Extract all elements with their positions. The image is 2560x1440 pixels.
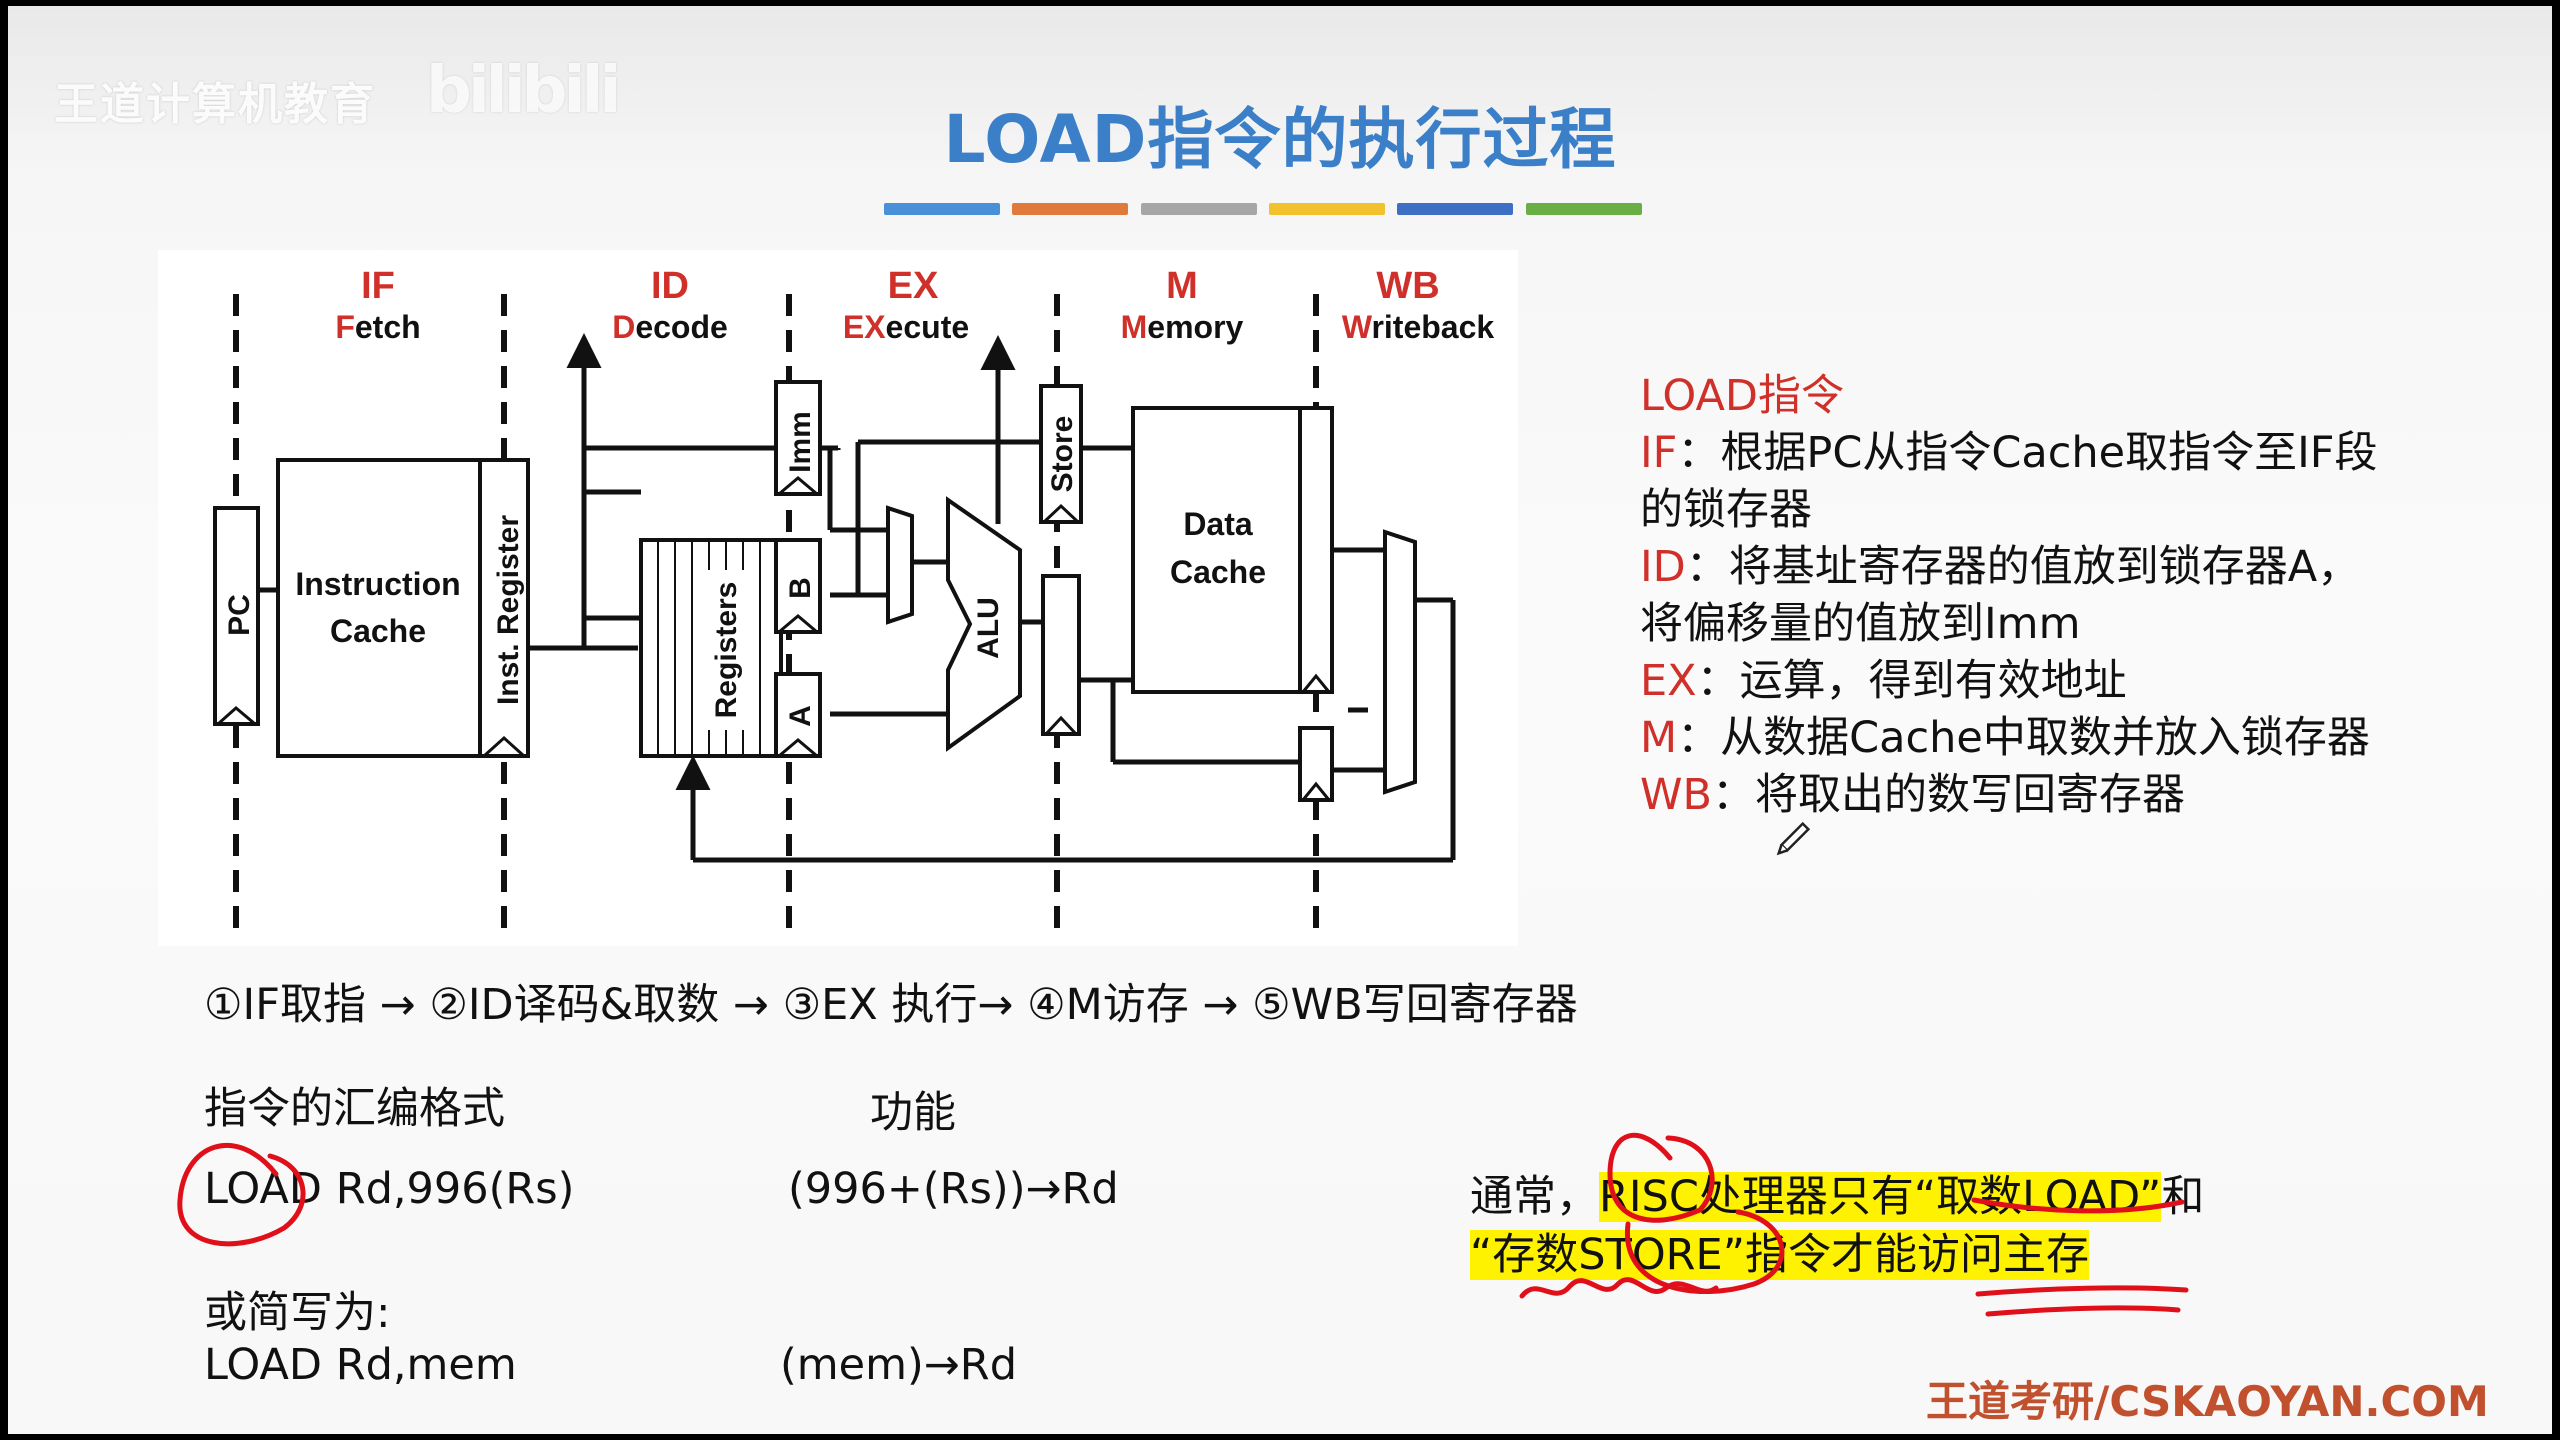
note-m: M：从数据Cache中取数并放入锁存器 bbox=[1640, 713, 2370, 763]
load-instruction-1: LOAD Rd,996(Rs) bbox=[204, 1164, 575, 1214]
store-label: Store bbox=[1046, 416, 1079, 493]
color-bar-segment bbox=[884, 203, 1000, 215]
writeback-mux bbox=[1383, 529, 1417, 795]
alu bbox=[946, 496, 1022, 752]
pencil-icon bbox=[1776, 821, 1811, 856]
registers-label: Registers bbox=[710, 582, 743, 719]
stage-wb-label: WB bbox=[1376, 265, 1439, 307]
store-latch bbox=[1039, 384, 1083, 524]
alu-output-latch bbox=[1041, 574, 1081, 736]
pc-latch bbox=[213, 506, 260, 726]
load-function-1: (996+(Rs))→Rd bbox=[788, 1164, 1119, 1214]
color-bar-segment bbox=[1526, 203, 1642, 215]
data-cache-line2: Cache bbox=[1170, 554, 1266, 590]
bilibili-logo: bilibili bbox=[426, 54, 621, 128]
footer-brand: 王道考研/CSKAOYAN.COM bbox=[1926, 1377, 2489, 1426]
note-ex: EX：运算，得到有效地址 bbox=[1640, 656, 2127, 706]
stage-if-name: Fetch bbox=[335, 309, 420, 345]
imm-latch bbox=[774, 380, 822, 496]
instruction-cache-line2: Cache bbox=[330, 613, 426, 649]
data-cache bbox=[1131, 406, 1302, 694]
color-bar-segment bbox=[1397, 203, 1513, 215]
ink-underline-mem-1 bbox=[1975, 1285, 2189, 1297]
abbr-label: 或简写为: bbox=[204, 1288, 391, 1338]
pipeline-flow: ①IF取指 → ②ID译码&取数 → ③EX 执行→ ④M访存 → ⑤WB写回寄… bbox=[204, 980, 1578, 1030]
function-header: 功能 bbox=[870, 1088, 956, 1138]
note-wb: WB：将取出的数写回寄存器 bbox=[1640, 770, 2186, 820]
a-latch bbox=[774, 672, 822, 758]
ink-underline-mem-2 bbox=[1985, 1305, 2181, 1317]
stage-id-name: Decode bbox=[612, 309, 728, 345]
risc-note-line2: “存数STORE”指令才能访问主存 bbox=[1470, 1230, 2090, 1280]
color-bar-segment bbox=[1012, 203, 1128, 215]
load-op: LOAD bbox=[204, 1164, 323, 1214]
load-instruction-2: LOAD Rd,mem bbox=[204, 1340, 517, 1390]
load-notes: LOAD指令 IF：根据PC从指令Cache取指令至IF段 的锁存器 ID：将基… bbox=[1640, 368, 2378, 824]
b-label: B bbox=[784, 577, 817, 599]
notes-heading: LOAD指令 bbox=[1640, 371, 1845, 421]
alu-label: ALU bbox=[972, 597, 1005, 659]
stage-if-label: IF bbox=[361, 265, 395, 307]
watermark-text: 王道计算机教育 bbox=[54, 79, 376, 130]
stage-ex-label: EX bbox=[888, 265, 939, 307]
note-id: ID：将基址寄存器的值放到锁存器A， bbox=[1640, 542, 2361, 592]
instruction-cache-line1: Instruction bbox=[295, 566, 460, 602]
instruction-cache bbox=[276, 458, 482, 758]
stage-wb-name: Writeback bbox=[1342, 309, 1495, 345]
slide: 王道计算机教育 bilibili LOAD指令的执行过程 bbox=[8, 6, 2552, 1434]
risc-note-line1: 通常，RISC处理器只有“取数LOAD”和 bbox=[1470, 1172, 2205, 1222]
wb-small-latch bbox=[1298, 726, 1334, 802]
data-cache-line1: Data bbox=[1183, 506, 1253, 542]
format-header: 指令的汇编格式 bbox=[204, 1084, 505, 1134]
memory-output-latch bbox=[1298, 406, 1334, 694]
inst-register bbox=[478, 458, 530, 758]
stage-m-name: Memory bbox=[1121, 309, 1244, 345]
alu-input-mux bbox=[886, 505, 914, 625]
pc-label: PC bbox=[223, 594, 256, 636]
a-label: A bbox=[784, 705, 817, 727]
stage-ex-name: EXecute bbox=[843, 309, 969, 345]
note-if-cont: 的锁存器 bbox=[1640, 485, 1812, 535]
color-bar-segment bbox=[1269, 203, 1385, 215]
stage-id-label: ID bbox=[651, 265, 689, 307]
inst-register-label: Inst. Register bbox=[492, 515, 525, 705]
stage-m-label: M bbox=[1166, 265, 1198, 307]
wires bbox=[258, 333, 1456, 863]
imm-label: Imm bbox=[784, 411, 817, 473]
register-file: Registers bbox=[639, 538, 783, 758]
pipeline-diagram: IF Fetch ID Decode EX EXecute M Memory W… bbox=[158, 250, 1518, 946]
pipeline-svg: IF Fetch ID Decode EX EXecute M Memory W… bbox=[213, 265, 1495, 940]
color-bar-segment bbox=[1141, 203, 1257, 215]
note-id-cont: 将偏移量的值放到Imm bbox=[1640, 599, 2081, 649]
ink-squiggle bbox=[1519, 1277, 1719, 1299]
page-title: LOAD指令的执行过程 bbox=[943, 101, 1617, 178]
note-if: IF：根据PC从指令Cache取指令至IF段 bbox=[1640, 428, 2378, 478]
load-function-2: (mem)→Rd bbox=[780, 1340, 1017, 1390]
